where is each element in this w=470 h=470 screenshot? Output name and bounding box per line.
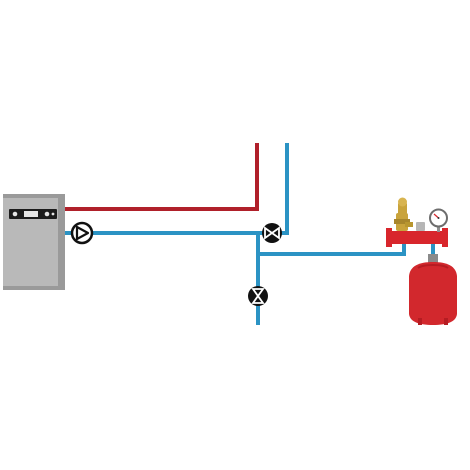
manifold-bar [389, 231, 445, 244]
boiler-knob-right [44, 211, 50, 217]
boiler-base [3, 286, 65, 290]
safety-valve-icon [394, 213, 413, 231]
return-pipe-main [65, 143, 289, 235]
boiler-button [51, 212, 55, 216]
boiler-side-shade [58, 194, 65, 290]
boiler-knob-left [12, 211, 18, 217]
expansion-vessel-icon [409, 254, 457, 325]
boiler-icon [3, 194, 65, 290]
safety-group-icon [386, 197, 448, 247]
boiler-top-edge [3, 194, 65, 198]
check-valve-icon [262, 223, 282, 243]
supply-pipe [65, 143, 259, 211]
boiler-body [3, 194, 65, 290]
manifold-flange-left [386, 228, 392, 247]
boiler-display [24, 211, 38, 217]
circulation-pump-icon [70, 221, 94, 245]
shutoff-valve-icon [248, 286, 268, 306]
pressure-gauge-icon [429, 208, 448, 232]
air-vent-icon [398, 197, 407, 214]
manifold-flange-right [442, 228, 448, 247]
